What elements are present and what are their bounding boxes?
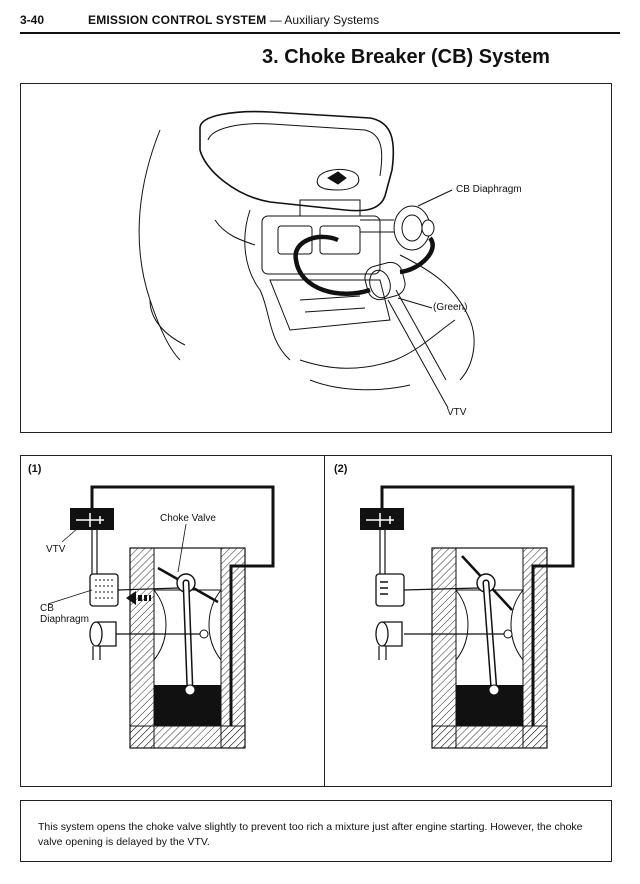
panel-1-label: (1): [28, 463, 42, 475]
description-text: This system opens the choke valve slight…: [38, 821, 583, 848]
cb-diaphragm-callout-panel-1: CB Diaphragm: [40, 603, 89, 625]
page-number: 3-40: [20, 13, 45, 27]
panel-1-diagram: [47, 485, 275, 749]
panel-2-diagram: [360, 485, 575, 749]
cb-diaphragm-callout: CB Diaphragm: [456, 184, 522, 195]
page-header: 3-40 EMISSION CONTROL SYSTEM — Auxiliary…: [20, 10, 620, 34]
engine-illustration-frame: [20, 83, 612, 433]
vtv-callout: VTV: [447, 407, 467, 418]
panel-divider: [324, 455, 325, 787]
panel-2-label: (2): [334, 463, 348, 475]
section-title-bold: EMISSION CONTROL SYSTEM: [88, 13, 267, 27]
page-title: 3. Choke Breaker (CB) System: [262, 46, 550, 68]
description-frame: [20, 800, 612, 862]
choke-valve-callout: Choke Valve: [160, 513, 216, 524]
vtv-callout-panel-1: VTV: [46, 544, 66, 555]
green-callout: (Green): [433, 302, 468, 313]
section-title: EMISSION CONTROL SYSTEM — Auxiliary Syst…: [88, 13, 379, 27]
operation-diagram-frame: [20, 455, 612, 787]
section-title-rest: — Auxiliary Systems: [266, 13, 380, 27]
